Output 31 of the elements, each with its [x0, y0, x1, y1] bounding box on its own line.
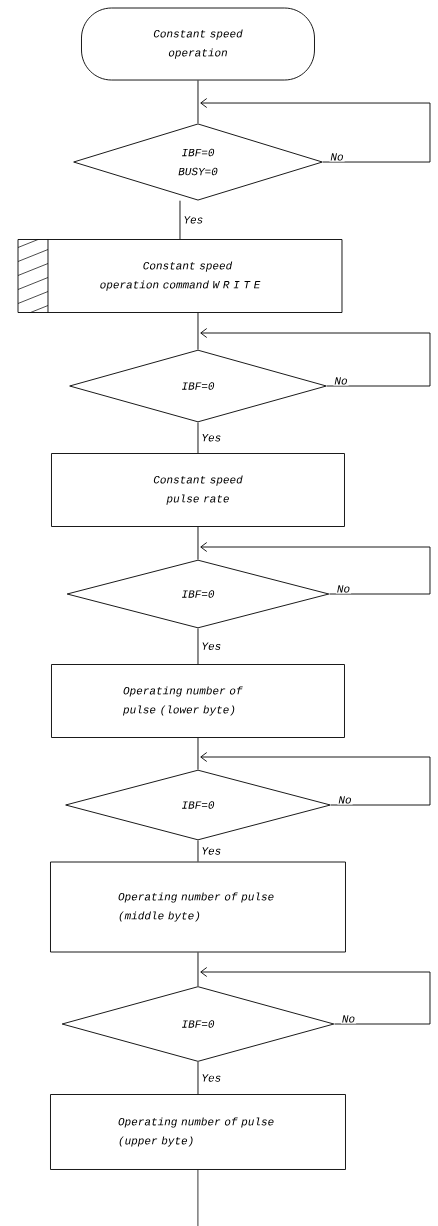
- connector-line: [197, 422, 199, 454]
- edge-label: No: [340, 1014, 357, 1024]
- process-box: Constant speed operation command W R I T E: [17, 239, 343, 313]
- edge-label: Yes: [200, 846, 223, 856]
- process-box: Operating number of pulse (middle byte): [50, 861, 346, 953]
- connector-line: [197, 1061, 199, 1095]
- edge-label: Yes: [200, 1073, 223, 1083]
- connector-line: [200, 967, 431, 1025]
- edge-label: Yes: [200, 433, 223, 443]
- connector-line: [197, 628, 199, 665]
- connector-line: [197, 1169, 199, 1226]
- edge-label: No: [335, 584, 352, 594]
- edge-label: Yes: [182, 215, 205, 225]
- connector-line: [197, 952, 199, 987]
- connector-line: [200, 98, 431, 163]
- edge-label: No: [329, 152, 345, 162]
- connector-line: [197, 737, 199, 770]
- process-box: Operating number of pulse (upper byte): [50, 1094, 346, 1170]
- process-box: Constant speed pulse rate: [51, 453, 345, 527]
- connector-line: [197, 526, 199, 560]
- edge-label: No: [333, 376, 349, 386]
- connector-line: [200, 328, 431, 387]
- connector-line: [197, 312, 199, 350]
- connector-line: [197, 80, 199, 124]
- connector-line: [179, 200, 181, 240]
- edge-label: Yes: [200, 641, 223, 651]
- connector-line: [197, 840, 199, 862]
- process-box: Operating number of pulse (lower byte): [51, 664, 345, 738]
- edge-label: No: [337, 795, 353, 805]
- connector-line: [200, 752, 431, 806]
- connector-line: [200, 542, 431, 595]
